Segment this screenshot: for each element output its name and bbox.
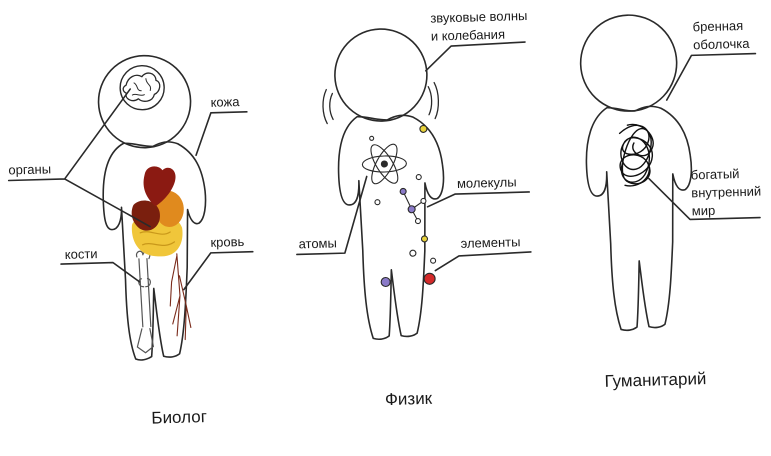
molecules-label: молекулы bbox=[457, 174, 517, 191]
bones-leader bbox=[61, 262, 140, 284]
organs-icon bbox=[130, 166, 185, 258]
particles-icon bbox=[369, 125, 436, 287]
skin-leader bbox=[195, 112, 248, 155]
shell-label-line1: бренная bbox=[692, 18, 743, 34]
physicist-head bbox=[334, 28, 429, 123]
skeleton-icon bbox=[135, 251, 154, 353]
shell-leader bbox=[665, 54, 756, 100]
atoms-label: атомы bbox=[298, 235, 337, 251]
elements-leader bbox=[435, 252, 531, 271]
elements-label: элементы bbox=[460, 234, 520, 251]
waves-label: звуковые волны bbox=[430, 8, 527, 26]
physicist-caption: Физик bbox=[385, 389, 433, 410]
shell-label-line2: оболочка bbox=[693, 36, 750, 53]
humanitarian-caption: Гуманитарий bbox=[604, 369, 706, 392]
organs-leader bbox=[6, 89, 150, 231]
inner-label-line2: внутренний bbox=[691, 183, 761, 200]
waves-leader bbox=[425, 42, 526, 71]
physicist-body bbox=[337, 114, 448, 340]
biologist-caption: Биолог bbox=[151, 407, 207, 429]
atom-icon bbox=[362, 140, 407, 187]
brain-icon bbox=[120, 65, 165, 110]
inner-label-line3: мир bbox=[692, 203, 716, 219]
humanitarian-head bbox=[579, 14, 678, 113]
vibrations-label: и колебания bbox=[431, 27, 506, 44]
organs-label: органы bbox=[8, 161, 51, 177]
sound-waves-icon bbox=[322, 82, 439, 123]
bones-label: кости bbox=[65, 246, 98, 262]
skin-label: кожа bbox=[210, 94, 239, 110]
blood-leader bbox=[183, 252, 254, 290]
inner-label-line1: богатый bbox=[691, 166, 740, 182]
blood-label: кровь bbox=[210, 234, 244, 250]
scribble-icon bbox=[619, 124, 654, 186]
molecules-leader bbox=[427, 192, 529, 207]
